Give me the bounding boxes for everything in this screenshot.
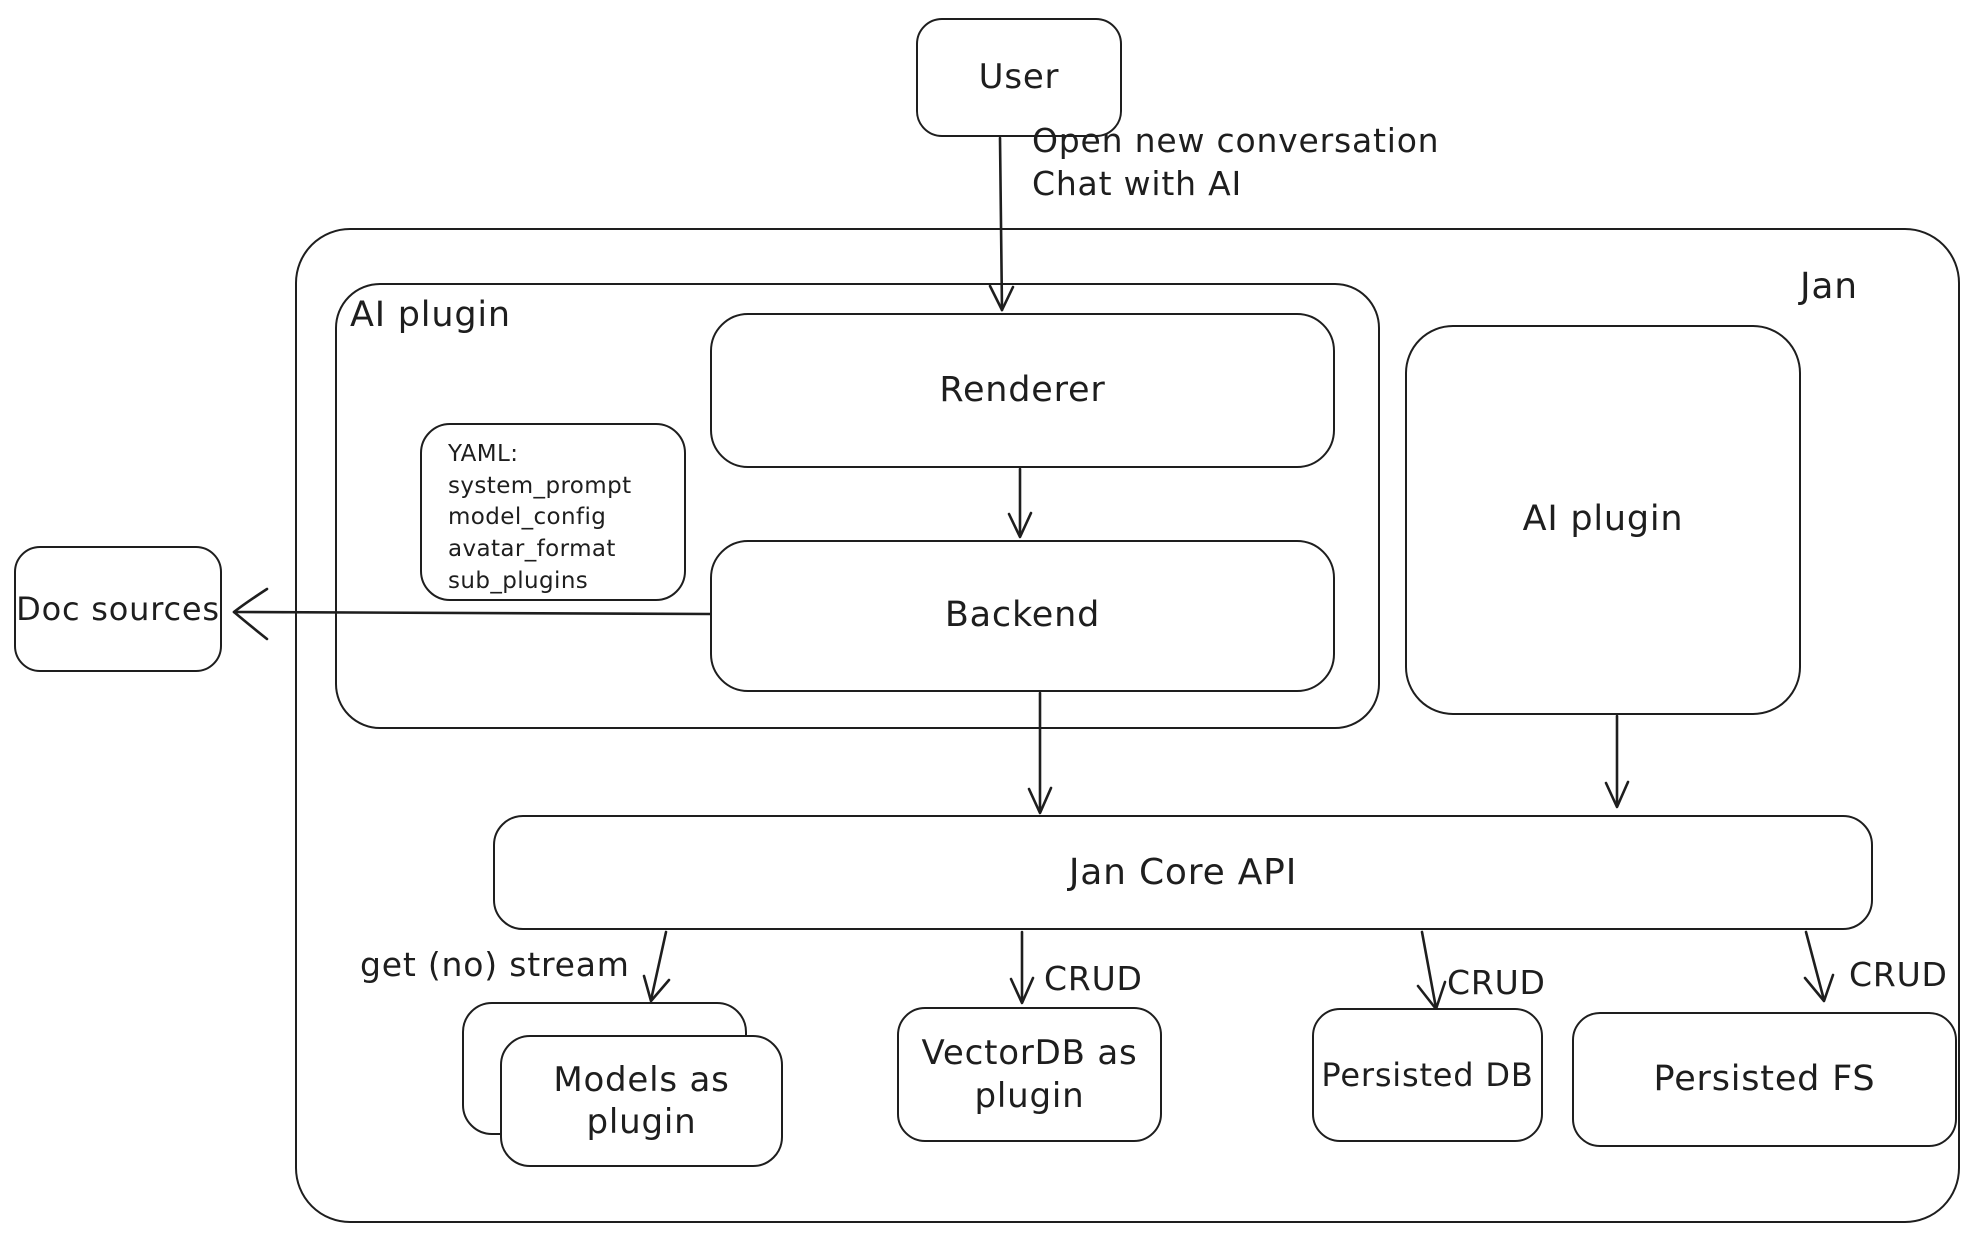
persisted-fs-node: Persisted FS (1572, 1012, 1957, 1147)
ai-plugin-container (335, 283, 1380, 729)
user-edge-label-line2: Chat with AI (1032, 163, 1243, 203)
vectordb-crud-label: CRUD (1044, 959, 1143, 998)
backend-node: Backend (710, 540, 1335, 692)
vectordb-as-plugin-node: VectorDB as plugin (897, 1007, 1162, 1142)
renderer-node-label: Renderer (939, 369, 1106, 410)
persisted-db-crud-label: CRUD (1447, 963, 1546, 1002)
persisted-db-label: Persisted DB (1321, 1056, 1534, 1094)
ai-plugin-node: AI plugin (1405, 325, 1801, 715)
persisted-db-node: Persisted DB (1312, 1008, 1543, 1142)
yaml-note: YAML: system_prompt model_config avatar_… (420, 423, 686, 601)
models-as-plugin-node: Models as plugin (500, 1035, 783, 1167)
persisted-fs-crud-label: CRUD (1849, 955, 1948, 994)
jan-container-label: Jan (1800, 266, 1858, 307)
models-as-plugin-label: Models as plugin (553, 1059, 730, 1143)
yaml-line: sub_plugins (448, 567, 589, 594)
user-edge-label: Open new conversation Chat with AI (1032, 120, 1439, 206)
doc-sources-node-label: Doc sources (16, 590, 220, 628)
ai-plugin-node-label: AI plugin (1522, 499, 1684, 540)
vectordb-as-plugin-label: VectorDB as plugin (921, 1033, 1138, 1116)
jan-core-api-node-label: Jan Core API (1068, 852, 1298, 893)
backend-node-label: Backend (944, 595, 1101, 636)
jan-core-api-node: Jan Core API (493, 815, 1873, 930)
ai-plugin-container-label: AI plugin (350, 295, 511, 335)
yaml-line: system_prompt (448, 472, 632, 499)
user-node: User (916, 18, 1122, 137)
renderer-node: Renderer (710, 313, 1335, 468)
yaml-note-text: YAML: system_prompt model_config avatar_… (448, 439, 632, 598)
persisted-fs-label: Persisted FS (1653, 1058, 1876, 1099)
models-stream-label: get (no) stream (360, 945, 630, 984)
yaml-line: YAML: (448, 441, 519, 467)
user-edge-label-line1: Open new conversation (1032, 121, 1440, 160)
yaml-line: model_config (448, 504, 607, 531)
jan-container (295, 228, 1960, 1223)
yaml-line: avatar_format (448, 536, 616, 563)
user-node-label: User (978, 57, 1060, 98)
doc-sources-node: Doc sources (14, 546, 222, 672)
